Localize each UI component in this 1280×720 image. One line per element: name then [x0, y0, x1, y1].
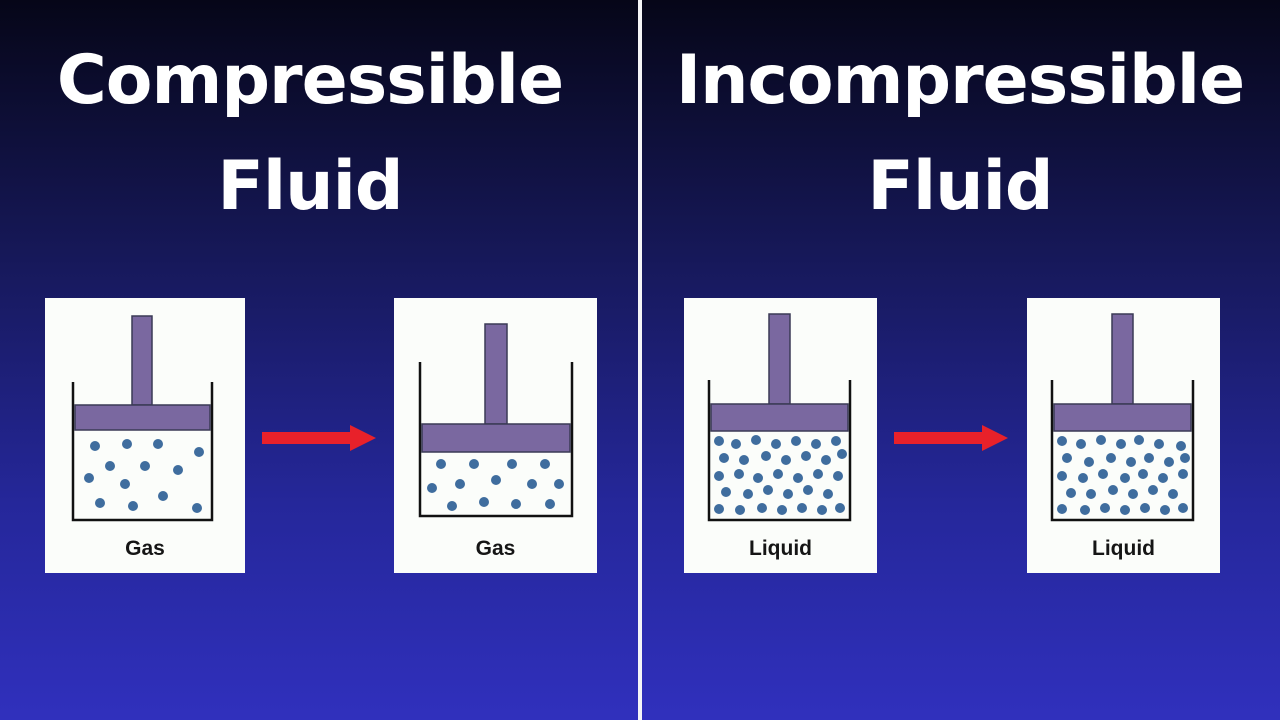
gas-after-label: Gas	[475, 537, 516, 560]
gas-before-panel: Gas	[45, 298, 245, 573]
piston-head	[710, 403, 849, 432]
piston-head	[74, 404, 211, 431]
compression-arrow-left	[262, 425, 376, 451]
piston-head	[421, 423, 571, 453]
liquid-particles	[1057, 435, 1190, 515]
cylinder-wall	[418, 362, 574, 518]
liquid-after-panel: Liquid	[1027, 298, 1220, 573]
liquid-after-label: Liquid	[1092, 537, 1155, 560]
center-divider	[638, 0, 642, 720]
piston-rod	[484, 323, 508, 425]
compressible-title: Compressible Fluid	[10, 28, 610, 240]
gas-after-panel: Gas	[394, 298, 597, 573]
piston-rod	[768, 313, 791, 405]
piston-rod	[131, 315, 153, 406]
piston-head	[1053, 403, 1192, 432]
piston-rod	[1111, 313, 1134, 405]
compressible-title-line2: Fluid	[217, 147, 403, 226]
liquid-before-cylinder	[707, 313, 852, 522]
incompressible-title-line2: Fluid	[867, 147, 1053, 226]
cylinder-wall	[1050, 380, 1195, 522]
gas-before-cylinder	[71, 315, 214, 522]
compressible-title-line1: Compressible	[56, 41, 564, 120]
liquid-before-label: Liquid	[749, 537, 812, 560]
incompressible-title: Incompressible Fluid	[640, 28, 1280, 240]
gas-particles	[84, 439, 204, 513]
incompressible-title-line1: Incompressible	[675, 41, 1245, 120]
liquid-after-cylinder	[1050, 313, 1195, 522]
gas-before-label: Gas	[125, 537, 165, 560]
cylinder-wall	[71, 382, 214, 522]
cylinder-wall	[707, 380, 852, 522]
liquid-particles	[714, 435, 847, 515]
liquid-before-panel: Liquid	[684, 298, 877, 573]
compression-arrow-right	[894, 425, 1008, 451]
gas-particles	[427, 459, 564, 511]
gas-after-cylinder	[418, 323, 574, 518]
